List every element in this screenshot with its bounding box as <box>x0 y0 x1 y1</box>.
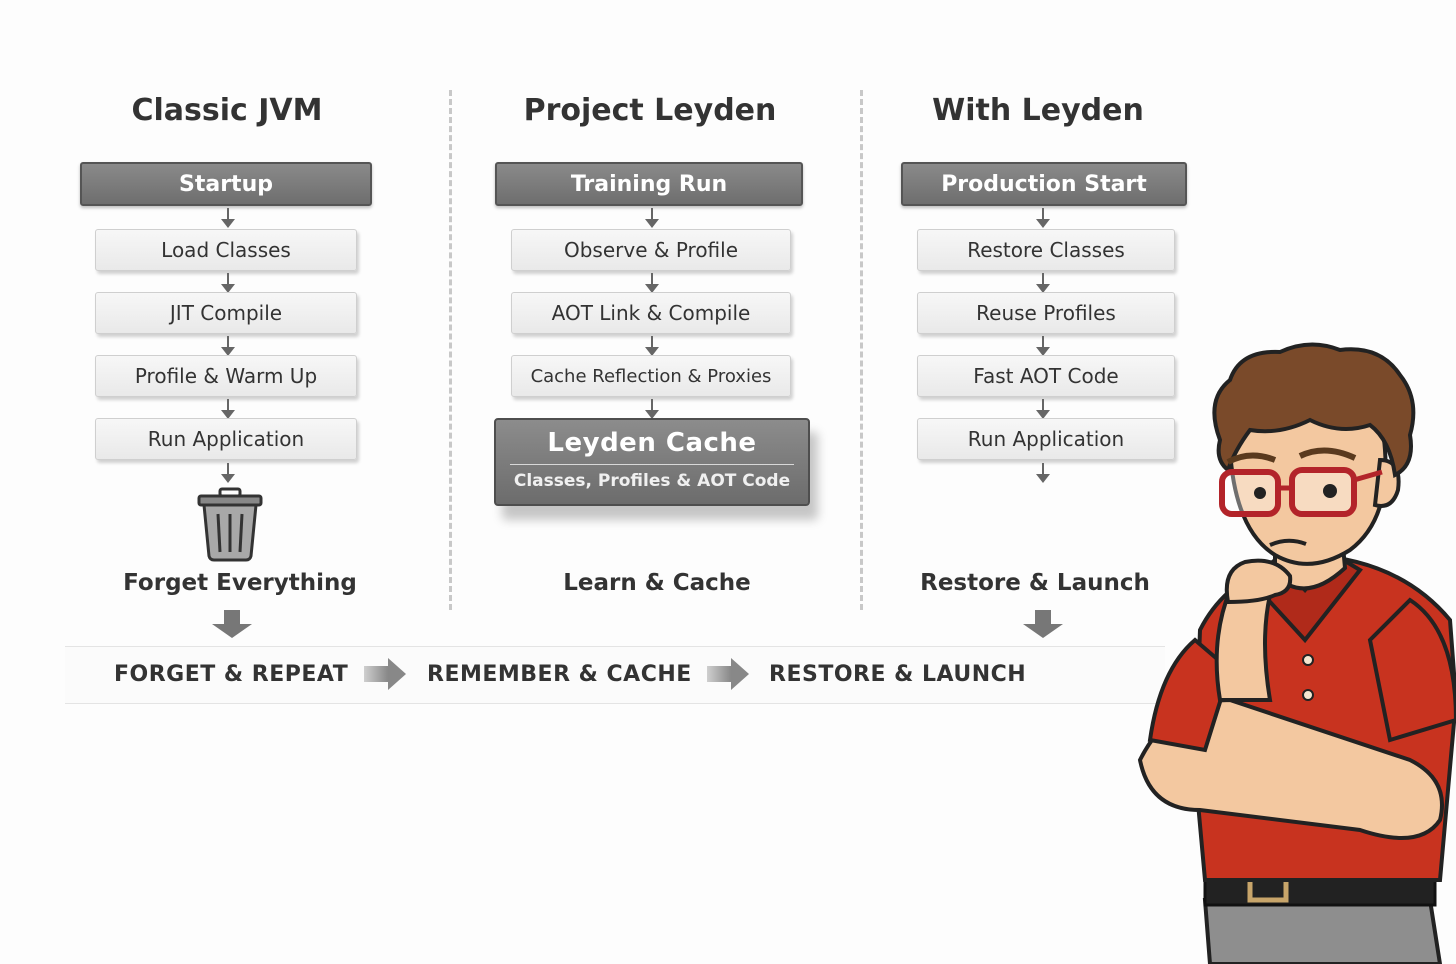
step-cache-reflection-proxies: Cache Reflection & Proxies <box>511 355 791 397</box>
flow-arrow <box>1042 208 1044 220</box>
column-divider <box>860 90 863 610</box>
right-arrow-icon <box>707 666 731 682</box>
down-arrow-icon <box>224 610 240 624</box>
flow-arrow <box>651 336 653 348</box>
column-title-classic-jvm: Classic JVM <box>47 93 407 128</box>
production-start-box: Production Start <box>901 162 1187 206</box>
leyden-cache-box: Leyden Cache Classes, Profiles & AOT Cod… <box>494 418 810 506</box>
step-aot-link-compile: AOT Link & Compile <box>511 292 791 334</box>
flow-arrow <box>1042 273 1044 285</box>
column-title-with-leyden: With Leyden <box>858 93 1218 128</box>
step-run-application: Run Application <box>95 418 357 460</box>
flow-arrow <box>651 399 653 411</box>
caption-forget-everything: Forget Everything <box>110 570 370 596</box>
phase-restore-launch: RESTORE & LAUNCH <box>769 662 1026 687</box>
trash-can-icon <box>196 486 264 562</box>
cache-subtitle: Classes, Profiles & AOT Code <box>496 471 808 491</box>
column-title-project-leyden: Project Leyden <box>470 93 830 128</box>
flow-arrow <box>1042 399 1044 411</box>
step-jit-compile: JIT Compile <box>95 292 357 334</box>
flow-arrow <box>227 336 229 348</box>
step-load-classes: Load Classes <box>95 229 357 271</box>
step-profile-warm-up: Profile & Warm Up <box>95 355 357 397</box>
cache-divider <box>510 464 794 465</box>
column-divider <box>449 90 452 610</box>
flow-arrow <box>651 273 653 285</box>
caption-learn-cache: Learn & Cache <box>527 570 787 596</box>
down-arrow-icon <box>1035 610 1051 624</box>
flow-arrow <box>227 273 229 285</box>
flow-arrow <box>227 399 229 411</box>
phase-remember-cache: REMEMBER & CACHE <box>427 662 692 687</box>
flow-arrow <box>1042 336 1044 348</box>
training-run-box: Training Run <box>495 162 803 206</box>
phase-forget-repeat: FORGET & REPEAT <box>114 662 348 687</box>
thinking-developer-illustration <box>1110 340 1456 964</box>
flow-arrow <box>227 463 229 475</box>
flow-arrow <box>227 208 229 220</box>
startup-box: Startup <box>80 162 372 206</box>
step-reuse-profiles: Reuse Profiles <box>917 292 1175 334</box>
step-restore-classes: Restore Classes <box>917 229 1175 271</box>
step-observe-profile: Observe & Profile <box>511 229 791 271</box>
right-arrow-icon <box>364 666 388 682</box>
flow-arrow <box>651 208 653 220</box>
cache-title: Leyden Cache <box>496 428 808 458</box>
flow-arrow <box>1042 463 1044 475</box>
